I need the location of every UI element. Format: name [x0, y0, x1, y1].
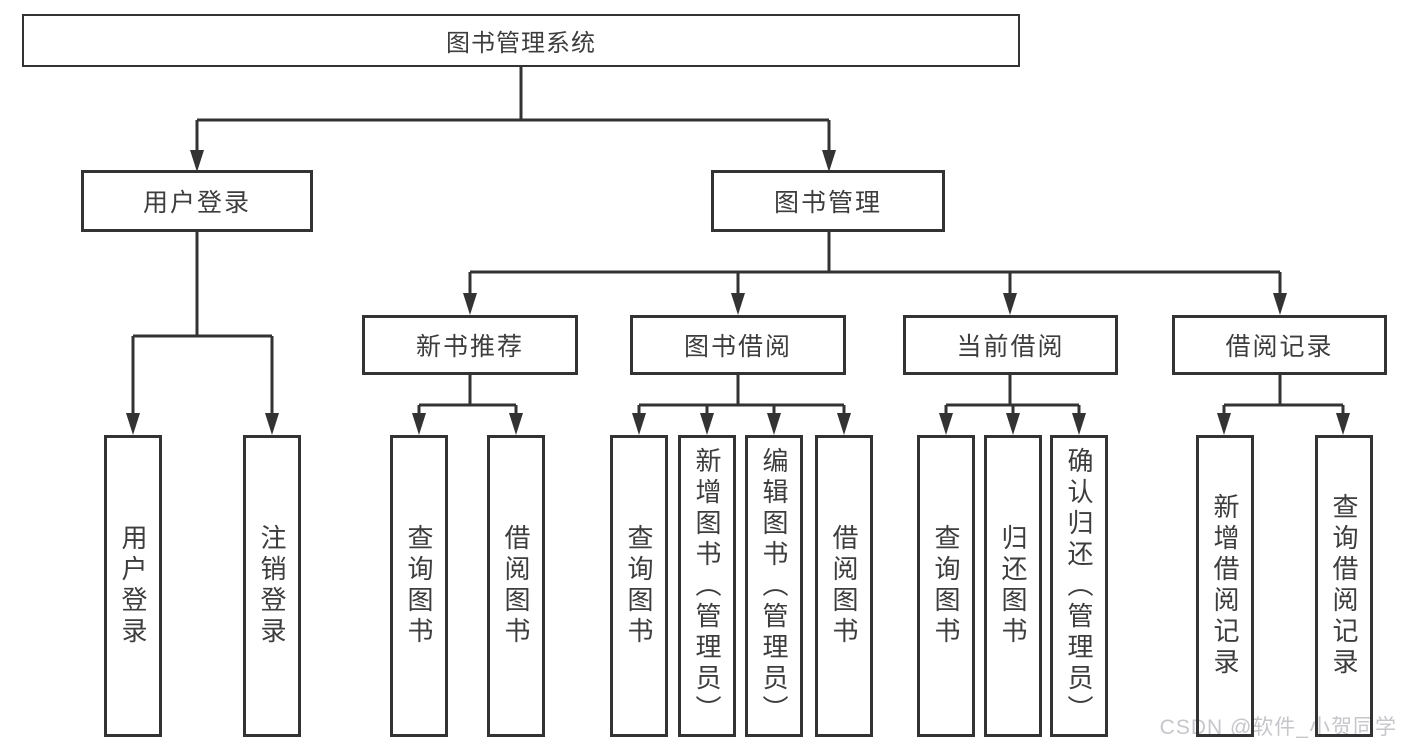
arrow-down-icon — [767, 413, 781, 435]
leaf-add-borrow-record: 新增借阅记录 — [1196, 435, 1254, 737]
leaf-return-books: 归还图书 — [984, 435, 1042, 737]
leaf-user-login: 用户登录 — [104, 435, 162, 737]
arrowhead-icons — [126, 150, 1350, 435]
node-label: 借阅图书 — [501, 524, 531, 648]
arrow-down-icon — [939, 413, 953, 435]
arrow-down-icon — [822, 150, 836, 172]
arrow-down-icon — [837, 413, 851, 435]
arrow-down-icon — [265, 413, 279, 435]
node-library-management-system: 图书管理系统 — [22, 14, 1020, 67]
arrow-down-icon — [509, 413, 523, 435]
leaf-query-borrow-record: 查询借阅记录 — [1315, 435, 1373, 737]
node-label: 图书借阅 — [683, 333, 792, 361]
node-borrowing-records: 借阅记录 — [1172, 315, 1387, 375]
arrow-down-icon — [1217, 413, 1231, 435]
leaf-borrow-books-recommend: 借阅图书 — [487, 435, 545, 737]
node-label: 查询借阅记录 — [1329, 493, 1359, 679]
arrow-down-icon — [1006, 413, 1020, 435]
node-label: 当前借阅 — [956, 333, 1065, 361]
arrow-down-icon — [412, 413, 426, 435]
node-label: 注销登录 — [257, 524, 287, 648]
arrow-down-icon — [632, 413, 646, 435]
node-label: 图书管理系统 — [446, 30, 596, 57]
leaf-query-books-recommend: 查询图书 — [390, 435, 448, 737]
arrow-down-icon — [463, 293, 477, 315]
arrow-down-icon — [700, 413, 714, 435]
node-label: 确认归还（管理员） — [1064, 446, 1094, 726]
leaf-query-books-current: 查询图书 — [917, 435, 975, 737]
arrow-down-icon — [1273, 293, 1287, 315]
node-label: 新增图书（管理员） — [692, 446, 722, 726]
node-label: 新书推荐 — [415, 333, 524, 361]
node-label: 用户登录 — [142, 189, 251, 217]
node-user-login: 用户登录 — [81, 170, 313, 232]
arrow-down-icon — [1336, 413, 1350, 435]
node-book-borrowing: 图书借阅 — [630, 315, 846, 375]
leaf-query-books-borrow: 查询图书 — [610, 435, 668, 737]
leaf-add-book-admin: 新增图书（管理员） — [678, 435, 736, 737]
arrow-down-icon — [126, 413, 140, 435]
node-label: 新增借阅记录 — [1210, 493, 1240, 679]
arrow-down-icon — [1003, 293, 1017, 315]
node-label: 用户登录 — [118, 524, 148, 648]
arrow-down-icon — [1072, 413, 1086, 435]
node-label: 查询图书 — [931, 524, 961, 648]
leaf-borrow-books: 借阅图书 — [815, 435, 873, 737]
node-label: 查询图书 — [404, 524, 434, 648]
node-new-book-recommendation: 新书推荐 — [362, 315, 578, 375]
arrow-down-icon — [731, 293, 745, 315]
node-label: 编辑图书（管理员） — [759, 446, 789, 726]
node-label: 图书管理 — [773, 189, 882, 217]
node-label: 查询图书 — [624, 524, 654, 648]
leaf-logout: 注销登录 — [243, 435, 301, 737]
node-label: 借阅记录 — [1225, 333, 1334, 361]
arrow-down-icon — [190, 150, 204, 172]
node-label: 借阅图书 — [829, 524, 859, 648]
leaf-confirm-return-admin: 确认归还（管理员） — [1050, 435, 1108, 737]
node-label: 归还图书 — [998, 524, 1028, 648]
node-current-borrowing: 当前借阅 — [903, 315, 1118, 375]
leaf-edit-book-admin: 编辑图书（管理员） — [745, 435, 803, 737]
node-book-management: 图书管理 — [711, 170, 945, 232]
